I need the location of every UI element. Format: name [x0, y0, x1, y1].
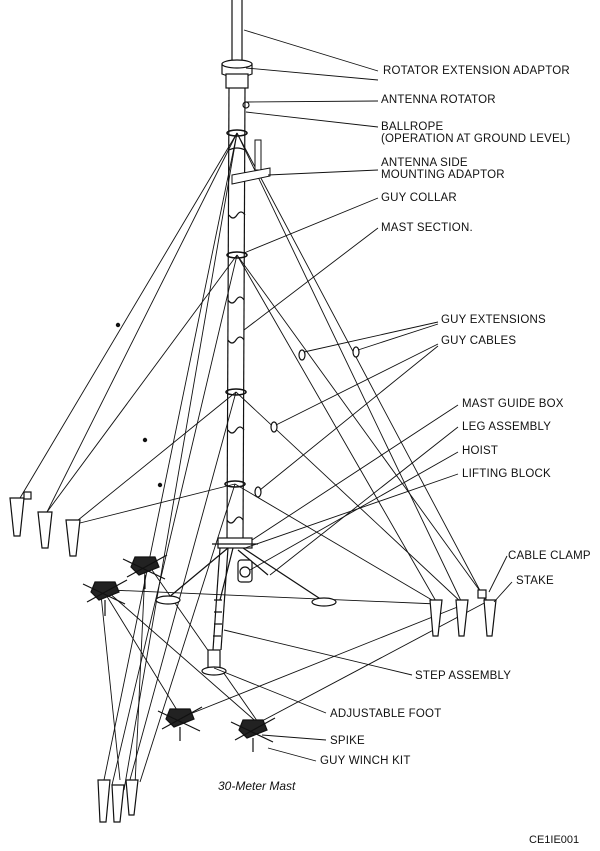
antenna-side-mounting-adaptor — [231, 139, 271, 185]
cable-clamp-shape — [477, 589, 487, 599]
label-step-assembly: STEP ASSEMBLY — [415, 670, 512, 682]
guy-collars — [224, 129, 248, 488]
label-guy-winch-kit: GUY WINCH KIT — [320, 755, 411, 767]
label-mast-guide-box: MAST GUIDE BOX — [462, 398, 564, 410]
label-ballrope-line2: (OPERATION AT GROUND LEVEL) — [381, 133, 571, 145]
label-ballrope-line1: BALLROPE — [381, 121, 444, 133]
guy-cables — [19, 132, 491, 791]
label-mast-section: MAST SECTION. — [381, 222, 473, 234]
label-leg-assembly: LEG ASSEMBLY — [462, 421, 552, 433]
guy-winch-kits — [82, 554, 276, 752]
label-rotator-extension-adaptor: ROTATOR EXTENSION ADAPTOR — [383, 65, 570, 77]
figure-id: CE1IE001 — [529, 834, 580, 846]
label-antenna-side-line2: MOUNTING ADAPTOR — [381, 169, 505, 181]
label-cable-clamp: CABLE CLAMP — [508, 550, 591, 562]
label-lifting-block: LIFTING BLOCK — [462, 468, 551, 480]
stakes-left — [9, 491, 81, 557]
figure-caption: 30-Meter Mast — [218, 779, 296, 793]
label-adjustable-foot: ADJUSTABLE FOOT — [330, 708, 442, 720]
mast-section — [226, 0, 246, 541]
label-antenna-side-mounting-adaptor: ANTENNA SIDE MOUNTING ADAPTOR — [381, 157, 505, 181]
label-guy-cables: GUY CABLES — [441, 335, 517, 347]
guy-extensions — [115, 322, 360, 498]
label-hoist: HOIST — [462, 445, 499, 457]
stakes-bottom — [97, 779, 139, 823]
label-guy-collar: GUY COLLAR — [381, 192, 457, 204]
leader-lines — [213, 29, 513, 762]
label-stake: STAKE — [516, 575, 554, 587]
label-spike: SPIKE — [330, 735, 365, 747]
rotator-assembly — [221, 59, 253, 109]
stakes-right — [429, 589, 497, 637]
label-antenna-rotator: ANTENNA ROTATOR — [381, 94, 496, 106]
label-ballrope: BALLROPE (OPERATION AT GROUND LEVEL) — [381, 121, 570, 145]
base-assembly — [155, 537, 337, 676]
label-antenna-side-line1: ANTENNA SIDE — [381, 157, 468, 169]
label-guy-extensions: GUY EXTENSIONS — [441, 314, 546, 326]
